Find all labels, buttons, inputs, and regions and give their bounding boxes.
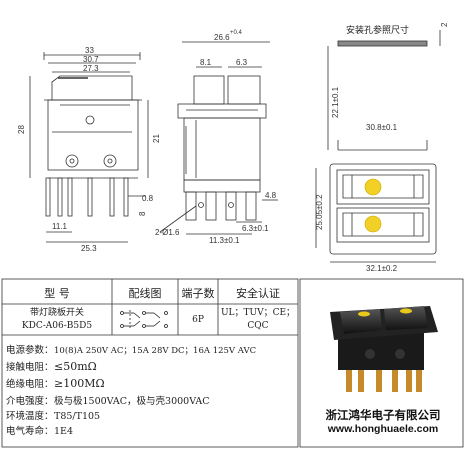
- company-url: www.honghuaele.com: [327, 423, 439, 435]
- spec-value: 10(8)A 250V AC；15A 28V DC；16A 125V AVC: [54, 346, 257, 356]
- spec-label: 环境温度：: [6, 411, 54, 422]
- side-view: [159, 41, 278, 235]
- spec-value: ≤50mΩ: [54, 360, 97, 373]
- spec-label: 接触电阻：: [6, 362, 54, 373]
- front-dim-30.7: 30.7: [83, 55, 99, 64]
- spec-row-dielectric: 介电强度：极与极1500VAC，极与壳3000VAC: [6, 393, 210, 407]
- spec-label: 电源参数：: [6, 345, 54, 356]
- wiring-diagram-icon: [120, 310, 168, 330]
- company-name: 浙江鸿华电子有限公司: [325, 408, 441, 422]
- mount-dim-22.1: 22.1±0.1: [331, 86, 340, 118]
- spec-label: 电气寿命：: [6, 426, 54, 437]
- spec-value: T85/T105: [54, 411, 101, 422]
- header-cert: 安全认证: [236, 287, 280, 300]
- front-dim-25.3: 25.3: [81, 244, 97, 253]
- front-dim-28: 28: [17, 125, 26, 134]
- spec-value: 极与极1500VAC，极与壳3000VAC: [54, 396, 210, 407]
- model-line1: 带灯跷板开关: [29, 308, 84, 318]
- side-dim-6.3: 6.3: [236, 58, 248, 67]
- side-dim-6.3b: 6.3±0.1: [242, 224, 269, 233]
- side-dim-8.1: 8.1: [200, 58, 212, 67]
- front-dim-0.8: 0.8: [142, 194, 154, 203]
- front-dim-27.3: 27.3: [83, 64, 99, 73]
- front-dim-33: 33: [85, 46, 94, 55]
- front-dim-11.1: 11.1: [52, 222, 68, 231]
- front-view: [29, 52, 149, 243]
- mount-dim-32.1: 32.1±0.2: [366, 264, 398, 273]
- mount-dim-2: 2: [440, 22, 449, 27]
- led-dot-upper: [364, 178, 382, 196]
- mount-dim-30.8: 30.8±0.1: [366, 123, 398, 132]
- side-dim-26.6: 26.6: [214, 33, 230, 42]
- front-dim-8: 8: [138, 211, 147, 216]
- terminal-count: 6P: [192, 315, 204, 325]
- spec-row-life: 电气寿命：1E4: [6, 423, 73, 437]
- mount-title: 安装孔参照尺寸: [346, 24, 409, 36]
- spec-row-insulation: 绝缘电阻：≥100MΩ: [6, 376, 105, 390]
- mount-view: [315, 30, 441, 263]
- cert-line2: CQC: [247, 321, 269, 331]
- spec-table: 型 号 配线图 端子数 安全认证 带灯跷板开关 KDC-A06-B5D5 6P …: [0, 277, 465, 453]
- spec-label: 绝缘电阻：: [6, 379, 54, 390]
- spec-row-contact: 接触电阻：≤50mΩ: [6, 359, 97, 373]
- spec-value: ≥100MΩ: [54, 377, 105, 390]
- header-model: 型 号: [44, 287, 70, 300]
- side-dim-hole: 2-Ø1.6: [155, 228, 180, 237]
- spec-label: 介电强度：: [6, 396, 54, 407]
- led-dot-lower: [364, 215, 382, 233]
- cert-line1: UL；TUV；CE；: [220, 308, 296, 318]
- header-terminals: 端子数: [181, 287, 215, 300]
- header-wiring: 配线图: [128, 287, 162, 300]
- front-dim-21: 21: [152, 134, 161, 143]
- side-dim-tol: +0.4: [230, 30, 243, 36]
- table-grid: [1, 278, 464, 448]
- side-dim-4.8: 4.8: [265, 191, 277, 200]
- model-line2: KDC-A06-B5D5: [21, 321, 93, 331]
- spec-row-temperature: 环境温度：T85/T105: [6, 408, 100, 422]
- spec-row-power: 电源参数：10(8)A 250V AC；15A 28V DC；16A 125V …: [6, 342, 256, 356]
- side-dim-11.3: 11.3±0.1: [209, 236, 240, 245]
- spec-value: 1E4: [54, 426, 74, 437]
- technical-drawing: 33 30.7 27.3 28 21 25.3 11.1 8 0.8 26.6 …: [17, 22, 449, 273]
- mount-dim-25.05: 25.05±0.2: [315, 194, 324, 230]
- product-photo: [330, 306, 438, 392]
